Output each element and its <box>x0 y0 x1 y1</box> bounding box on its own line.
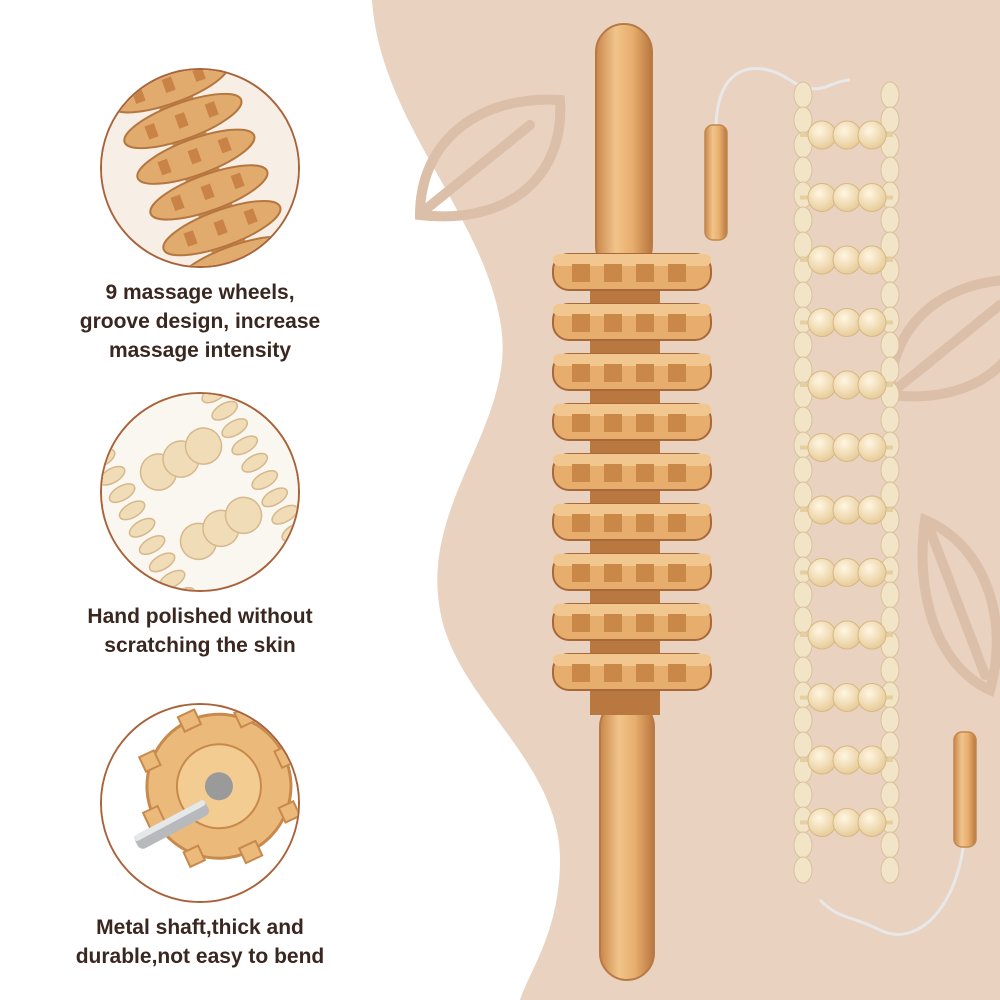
roller-wheel <box>552 353 712 391</box>
massage-bead <box>807 808 837 837</box>
belt-bead <box>880 406 900 434</box>
belt-bead <box>793 781 813 809</box>
roller-wheel <box>552 453 712 491</box>
feature-caption: Metal shaft,thick and durable,not easy t… <box>40 913 360 971</box>
belt-bead <box>793 856 813 884</box>
massage-bead <box>857 683 887 712</box>
belt-bead <box>793 831 813 859</box>
belt-bead <box>880 156 900 184</box>
massage-bead <box>857 433 887 462</box>
massage-bead <box>832 745 862 775</box>
feature-wheels: 9 massage wheels, groove design, increas… <box>40 68 360 365</box>
caption-line: scratching the skin <box>104 634 296 657</box>
massage-bead <box>807 245 837 275</box>
massage-bead <box>832 370 862 400</box>
leaf-icon <box>414 94 566 222</box>
belt-bead <box>880 456 900 484</box>
belt-bead <box>793 156 813 184</box>
massage-bead <box>832 308 862 337</box>
massage-bead <box>832 433 862 462</box>
roller-wheel <box>552 503 712 541</box>
belt-bead <box>793 706 813 734</box>
wooden-roller-icon <box>552 23 712 981</box>
massage-bead <box>807 433 837 462</box>
massage-bead <box>832 683 862 712</box>
massage-bead <box>857 183 887 212</box>
massage-bead <box>807 370 837 400</box>
massage-bead <box>857 745 887 775</box>
caption-line: Hand polished without <box>87 605 313 628</box>
belt-bead <box>880 281 900 309</box>
massage-bead <box>832 245 862 275</box>
belt-bead <box>793 656 813 684</box>
massage-bead <box>832 183 862 212</box>
massage-bead <box>857 120 887 150</box>
caption-line: durable,not easy to bend <box>75 945 325 968</box>
belt-bead <box>880 856 900 884</box>
massage-bead <box>807 745 837 775</box>
roller-wheel <box>552 303 712 341</box>
roller-wheel <box>552 603 712 641</box>
massage-bead <box>857 495 887 525</box>
feature-beads: Hand polished without scratching the ski… <box>40 392 360 660</box>
beads-closeup-icon <box>100 392 300 592</box>
belt-bead <box>793 81 813 109</box>
massage-bead <box>807 308 837 337</box>
massage-bead <box>857 808 887 837</box>
massage-bead <box>832 495 862 525</box>
massage-bead <box>832 808 862 837</box>
massage-bead <box>857 370 887 400</box>
massage-bead <box>857 558 887 587</box>
caption-line: groove design, increase <box>79 310 321 333</box>
feature-shaft: Metal shaft,thick and durable,not easy t… <box>40 703 360 971</box>
wheels-closeup-icon <box>100 68 300 268</box>
feature-caption: Hand polished without scratching the ski… <box>40 602 360 660</box>
massage-bead <box>832 620 862 650</box>
belt-bead <box>880 831 900 859</box>
shaft-closeup-icon <box>100 703 300 903</box>
belt-bead <box>880 331 900 359</box>
feature-caption: 9 massage wheels, groove design, increas… <box>40 278 360 365</box>
caption-line: 9 massage wheels, <box>105 281 295 304</box>
belt-bead <box>880 81 900 109</box>
leaf-icon <box>917 512 1000 697</box>
massage-bead <box>807 120 837 150</box>
massage-bead <box>807 495 837 525</box>
belt-bead <box>793 531 813 559</box>
roller-wheel <box>552 653 712 691</box>
roller-wheel <box>552 403 712 441</box>
massage-bead <box>857 308 887 337</box>
belt-bead <box>880 206 900 234</box>
belt-bead <box>880 581 900 609</box>
massage-bead <box>807 183 837 212</box>
belt-bead <box>793 581 813 609</box>
caption-line: Metal shaft,thick and <box>96 916 304 939</box>
belt-bead <box>880 781 900 809</box>
caption-line: massage intensity <box>108 339 292 362</box>
belt-bead <box>793 456 813 484</box>
massage-bead <box>807 683 837 712</box>
roller-wheel <box>552 553 712 591</box>
leaf-icon <box>884 275 1000 402</box>
belt-bead <box>793 281 813 309</box>
massage-bead <box>857 620 887 650</box>
massage-bead <box>807 620 837 650</box>
belt-bead <box>880 656 900 684</box>
massage-bead <box>832 558 862 587</box>
roller-wheel <box>552 253 712 291</box>
belt-bead <box>793 206 813 234</box>
belt-bead <box>880 706 900 734</box>
massage-bead <box>857 245 887 275</box>
massage-bead <box>832 120 862 150</box>
belt-bead <box>793 406 813 434</box>
belt-bead <box>793 331 813 359</box>
bead-belt-icon <box>704 67 977 936</box>
massage-bead <box>807 558 837 587</box>
belt-bead <box>880 531 900 559</box>
